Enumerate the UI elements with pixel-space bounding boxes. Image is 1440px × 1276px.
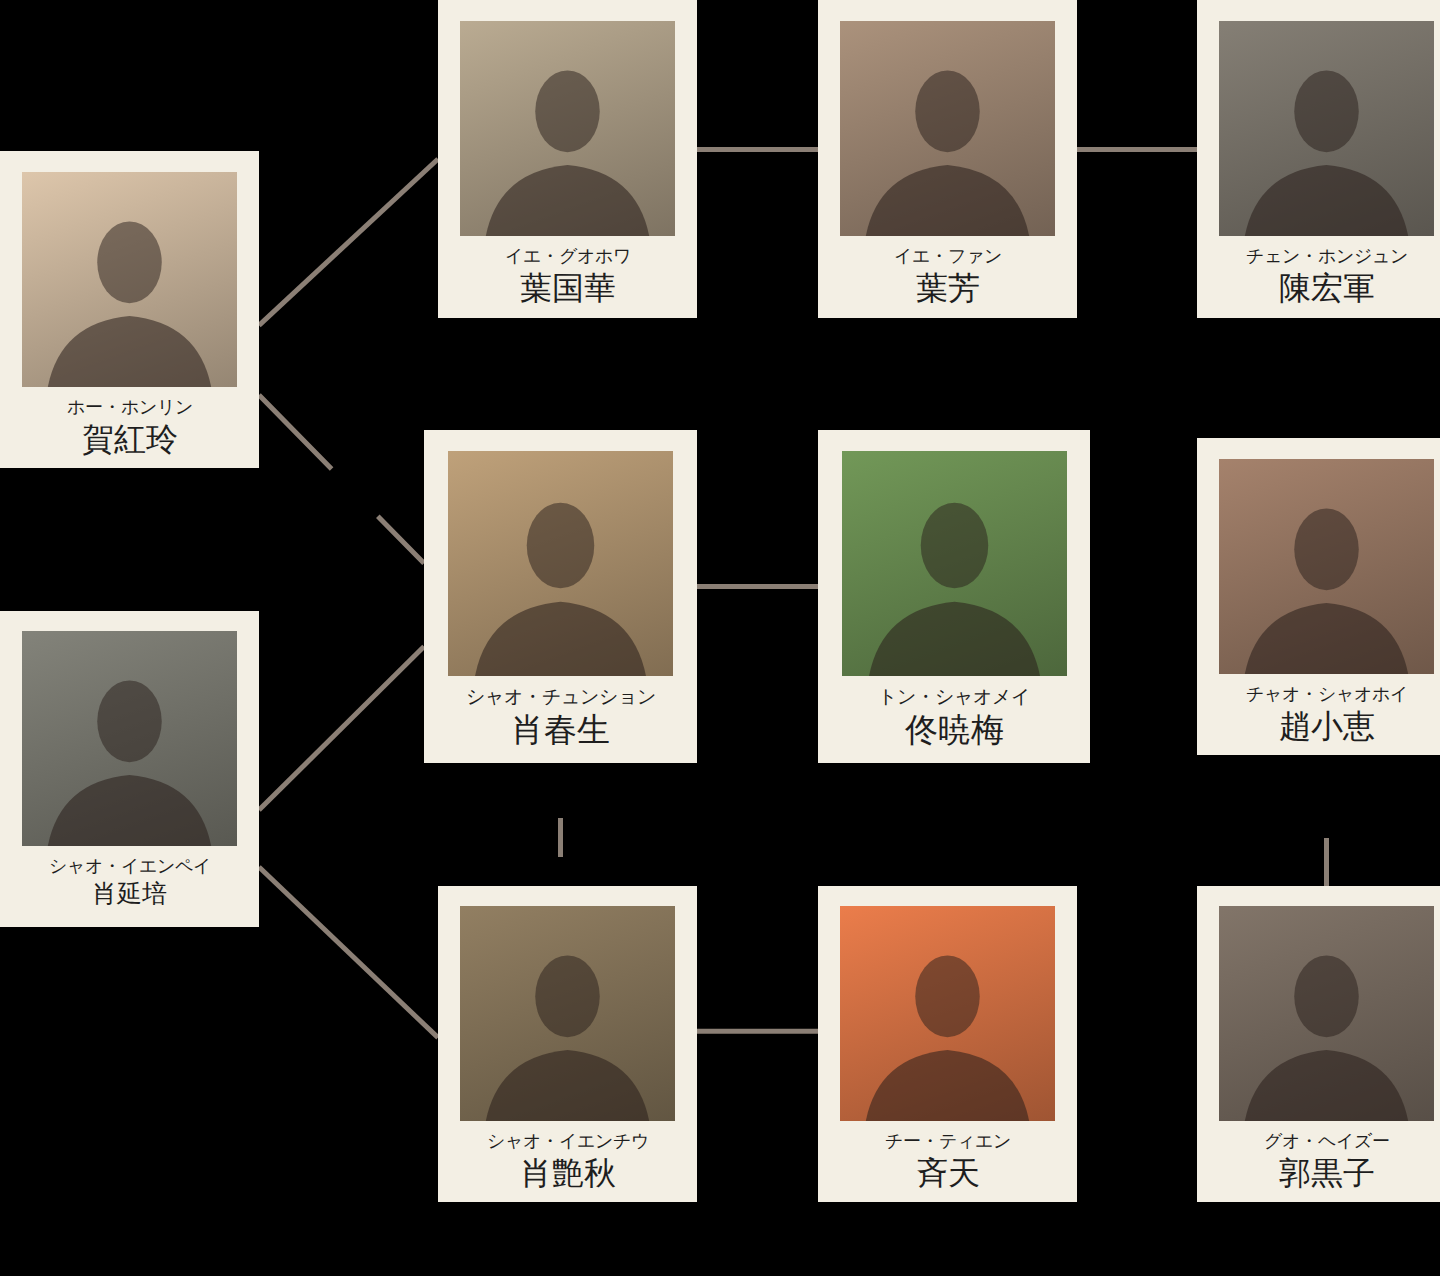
silhouette-body (48, 316, 211, 387)
portrait-photo (1219, 459, 1434, 674)
relation-line (697, 147, 818, 152)
name-reading: イエ・ファン (818, 245, 1077, 268)
portrait-photo (22, 172, 237, 387)
character-card: シャオ・チュンション肖春生 (424, 430, 697, 763)
portrait-photo (840, 21, 1055, 236)
silhouette-head (97, 221, 162, 303)
silhouette-body (1245, 165, 1408, 236)
portrait-silhouette (1219, 906, 1434, 1121)
character-card: チャオ・シャオホイ趙小恵 (1197, 438, 1440, 755)
silhouette-body (475, 602, 646, 676)
relation-line (1077, 147, 1197, 152)
character-name: 肖春生 (424, 710, 697, 750)
character-card: シャオ・イエンチウ肖艶秋 (438, 886, 697, 1202)
silhouette-body (866, 1050, 1029, 1121)
portrait-silhouette (840, 21, 1055, 236)
character-name: 葉芳 (818, 269, 1077, 307)
portrait-silhouette (1219, 459, 1434, 674)
silhouette-body (866, 165, 1029, 236)
portrait-photo (842, 451, 1067, 676)
silhouette-body (486, 1050, 649, 1121)
character-card: チー・ティエン斉天 (818, 886, 1077, 1202)
silhouette-body (48, 775, 211, 846)
portrait-silhouette (460, 906, 675, 1121)
silhouette-head (527, 503, 595, 589)
silhouette-head (1294, 70, 1359, 152)
character-card: イエ・グオホワ葉国華 (438, 0, 697, 318)
name-reading: トン・シャオメイ (818, 685, 1090, 709)
silhouette-head (1294, 955, 1359, 1037)
name-reading: グオ・ヘイズー (1197, 1130, 1440, 1153)
character-card: トン・シャオメイ佟暁梅 (818, 430, 1090, 763)
portrait-photo (460, 906, 675, 1121)
silhouette-body (1245, 603, 1408, 674)
silhouette-head (915, 955, 980, 1037)
silhouette-body (869, 602, 1040, 676)
relation-line (259, 646, 424, 810)
character-card: ホー・ホンリン賀紅玲 (0, 151, 259, 468)
character-card: シャオ・イエンペイ肖延培 (0, 611, 259, 927)
relation-line (558, 818, 563, 857)
character-name: 趙小恵 (1197, 707, 1440, 745)
name-reading: シャオ・イエンペイ (0, 855, 259, 878)
portrait-silhouette (460, 21, 675, 236)
silhouette-head (915, 70, 980, 152)
relation-line (1324, 838, 1329, 886)
relation-line (259, 159, 438, 325)
name-reading: シャオ・イエンチウ (438, 1130, 697, 1153)
character-name: 賀紅玲 (0, 420, 259, 458)
relation-line (697, 584, 818, 589)
character-name: 肖艶秋 (438, 1154, 697, 1192)
portrait-silhouette (22, 631, 237, 846)
character-name: 佟暁梅 (818, 710, 1090, 750)
portrait-silhouette (842, 451, 1067, 676)
relation-line (259, 395, 424, 563)
character-name: 葉国華 (438, 269, 697, 307)
character-name: 陳宏軍 (1197, 269, 1440, 307)
silhouette-head (535, 955, 600, 1037)
portrait-photo (460, 21, 675, 236)
portrait-photo (22, 631, 237, 846)
portrait-silhouette (448, 451, 673, 676)
silhouette-head (535, 70, 600, 152)
silhouette-head (920, 503, 988, 589)
relation-line (259, 867, 438, 1038)
silhouette-head (97, 680, 162, 762)
name-reading: チー・ティエン (818, 1130, 1077, 1153)
portrait-photo (1219, 906, 1434, 1121)
portrait-photo (1219, 21, 1434, 236)
character-card: イエ・ファン葉芳 (818, 0, 1077, 318)
silhouette-body (486, 165, 649, 236)
portrait-silhouette (22, 172, 237, 387)
portrait-silhouette (840, 906, 1055, 1121)
character-card: グオ・ヘイズー郭黒子 (1197, 886, 1440, 1202)
character-name: 斉天 (818, 1154, 1077, 1192)
name-reading: シャオ・チュンション (424, 685, 697, 709)
name-reading: ホー・ホンリン (0, 396, 259, 419)
relation-line (697, 1029, 818, 1034)
name-reading: チェン・ホンジュン (1197, 245, 1440, 268)
portrait-photo (840, 906, 1055, 1121)
portrait-silhouette (1219, 21, 1434, 236)
name-reading: チャオ・シャオホイ (1197, 683, 1440, 706)
character-name: 郭黒子 (1197, 1154, 1440, 1192)
silhouette-body (1245, 1050, 1408, 1121)
character-card: チェン・ホンジュン陳宏軍 (1197, 0, 1440, 318)
portrait-photo (448, 451, 673, 676)
silhouette-head (1294, 508, 1359, 590)
character-name: 肖延培 (0, 879, 259, 909)
name-reading: イエ・グオホワ (438, 245, 697, 268)
